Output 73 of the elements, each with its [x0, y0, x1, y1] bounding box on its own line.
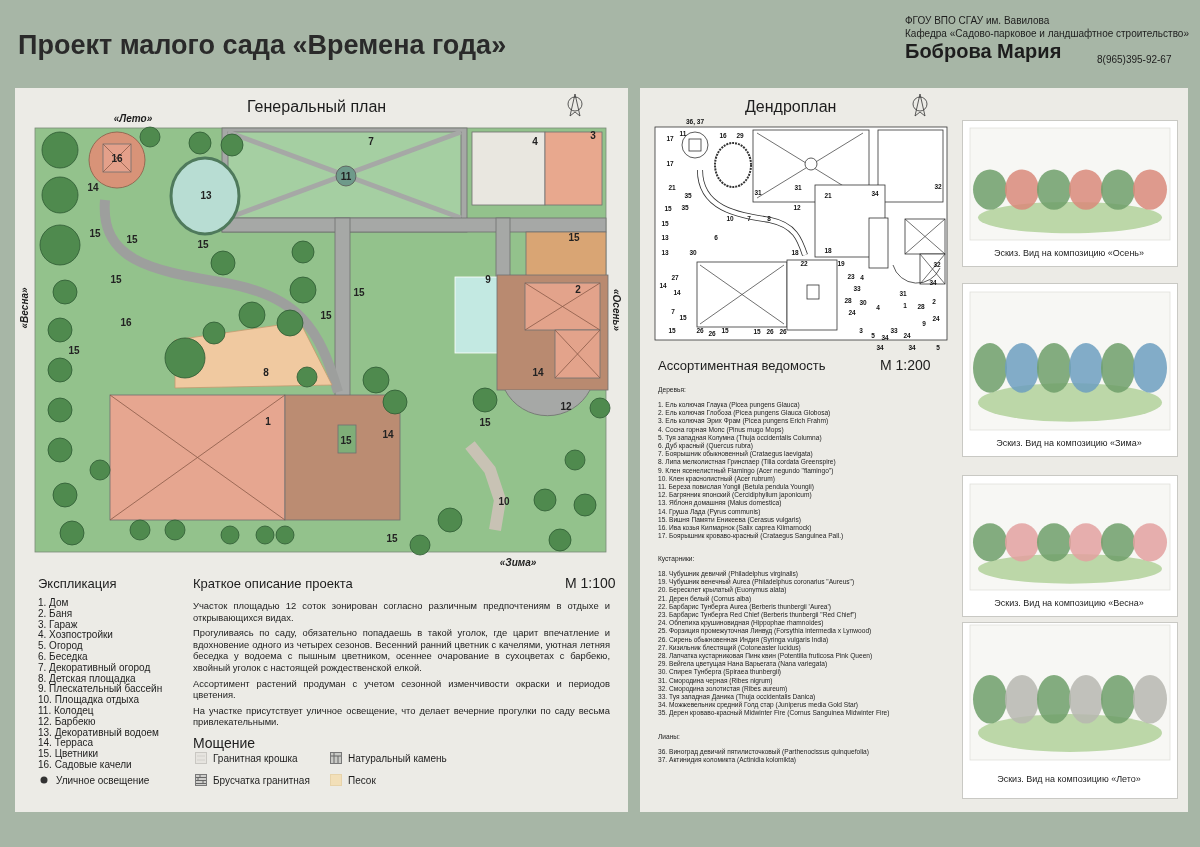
description-paragraph: Участок площадью 12 соток зонирован согласно различным предпочтениям в отдыхе и открывающихся видах. — [193, 600, 610, 624]
callout-number: 4 — [532, 135, 538, 147]
callout-number: 15 — [320, 309, 332, 321]
list-item: 14. Терраса — [38, 738, 94, 750]
list-item: 15. Цветники — [38, 749, 100, 760]
author-name: Боброва Мария — [905, 40, 1062, 63]
callout-number: 9 — [485, 273, 491, 285]
list-item: 12. Барбекю — [38, 716, 97, 728]
page-title: Проект малого сада «Времена года» — [18, 30, 507, 61]
season-label: «Лето» — [113, 112, 153, 124]
callout-number: 11 — [340, 170, 352, 182]
affiliation-text: ФГОУ ВПО СГАУ им. Вавилова — [905, 15, 1050, 26]
callout-number: 14 — [87, 181, 99, 193]
callout-number: 1 — [265, 415, 271, 427]
legend-text: Уличное освещение — [56, 774, 150, 786]
section-heading: Экспликация — [38, 576, 117, 591]
callout-number: 3 — [590, 129, 596, 141]
callout-number: 15 — [479, 416, 491, 428]
list-item: 7. Декоративный огород — [38, 662, 152, 674]
callout-number: 8 — [263, 366, 269, 378]
callout-number: 13 — [200, 189, 212, 201]
section-heading: Дендроплан — [745, 98, 837, 116]
legend-text: Гранитная крошка — [213, 752, 298, 764]
list-item: 2. Баня — [38, 608, 74, 620]
callout-number: 12 — [560, 400, 572, 412]
callout-number: 15 — [568, 231, 580, 243]
season-label: «Осень» — [610, 289, 622, 331]
callout-number: 15 — [110, 273, 122, 285]
callout-number: 16 — [120, 316, 132, 328]
callout-number: 15 — [68, 344, 80, 356]
callout-number: 14 — [382, 428, 394, 440]
list-item: 6. Беседка — [38, 652, 89, 663]
callout-number: 15 — [353, 286, 365, 298]
affiliation-text: Кафедра «Садово-парковое и ландшафтное строительство» — [905, 28, 1189, 39]
phone-number: 8(965)395-92-67 — [1097, 54, 1172, 65]
callout-number: 15 — [386, 532, 398, 544]
legend-text: Песок — [348, 774, 376, 786]
description-paragraph: Ассортимент растений продуман с учетом сезонной изменчивости окраски и периодов цветения. — [193, 677, 610, 701]
callout-number: 10 — [498, 495, 510, 507]
legend-text: Натуральный камень — [348, 752, 447, 764]
list-item: 5. Огород — [38, 641, 83, 652]
list-item: 11. Колодец — [38, 705, 94, 717]
callout-number: 7 — [368, 135, 374, 147]
sketch-caption: Эскиз. Вид на композицию «Лето» — [997, 774, 1141, 784]
scale-label: М 1:200 — [880, 357, 931, 373]
callout-number: 16 — [111, 152, 123, 164]
callout-number: 15 — [89, 227, 101, 239]
description-paragraph: Прогуливаясь по саду, обязательно попадаешь в такой уголок, где царит впечатление и вдохновение одного из четырех сезонов. Весенний ранний цветник с качелями, уютная летняя беседка у водоема с пышным цветником, осеннее очарование в сухоцветах с барбекю, хвойный уголок с настоящей рождественской елкой. — [193, 627, 610, 674]
list-item: 4. Хозпостройки — [38, 630, 114, 642]
callout-number: 15 — [340, 434, 352, 446]
callout-number: 14 — [532, 366, 544, 378]
legend-text: Брусчатка гранитная — [213, 774, 310, 786]
section-heading: Краткое описание проекта — [193, 576, 353, 591]
list-item: 13. Декоративный водоем — [38, 727, 160, 739]
scale-label: М 1:100 — [565, 575, 616, 591]
callout-number: 15 — [126, 233, 138, 245]
section-heading: Генеральный план — [247, 98, 387, 116]
list-item: 3. Гараж — [38, 619, 78, 631]
sketch-caption: Эскиз. Вид на композицию «Зима» — [996, 438, 1142, 448]
description-paragraph: На участке присутствует уличное освещение, что делает вечерние прогулки по саду весьма привлекательными. — [193, 704, 610, 728]
callout-number: 2 — [575, 283, 581, 295]
season-label: «Зима» — [499, 556, 537, 568]
season-label: «Весна» — [18, 287, 30, 329]
section-heading: Мощение — [193, 735, 256, 751]
section-heading: Ассортиментная ведомость — [658, 358, 826, 373]
sketch-caption: Эскиз. Вид на композицию «Весна» — [994, 598, 1144, 608]
list-item: 1. Дом — [38, 598, 70, 609]
sketch-caption: Эскиз. Вид на композицию «Осень» — [993, 248, 1145, 258]
callout-number: 15 — [197, 238, 209, 250]
list-item: 16. Садовые качели — [38, 759, 133, 771]
list-item: 9. Плескательный бассейн — [38, 684, 164, 695]
list-item: 10. Площадка отдыха — [38, 695, 140, 706]
list-item: 8. Детская площадка — [38, 673, 136, 685]
